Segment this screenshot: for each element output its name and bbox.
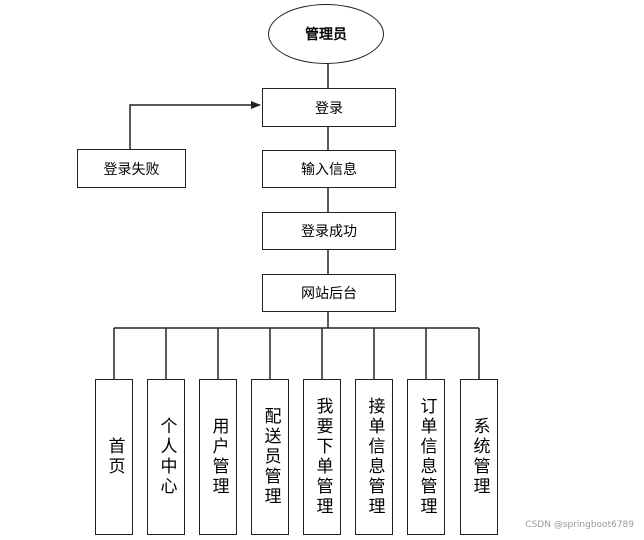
module-label: 系统管理: [469, 417, 490, 497]
module-label: 我要下单管理: [312, 397, 333, 517]
login-success-node: 登录成功: [262, 212, 396, 250]
module-label: 用户管理: [208, 417, 229, 497]
module-system-management: 系统管理: [460, 379, 498, 535]
module-label: 首页: [104, 437, 125, 477]
module-label: 个人中心: [156, 417, 177, 497]
module-personal-center: 个人中心: [147, 379, 185, 535]
login-node: 登录: [262, 88, 396, 127]
watermark: CSDN @springboot6789: [525, 520, 634, 530]
module-accept-order-management: 接单信息管理: [355, 379, 393, 535]
module-label: 订单信息管理: [416, 397, 437, 517]
backend-node: 网站后台: [262, 274, 396, 312]
module-user-management: 用户管理: [199, 379, 237, 535]
module-label: 接单信息管理: [364, 397, 385, 517]
admin-node: 管理员: [268, 4, 384, 64]
module-courier-management: 配送员管理: [251, 379, 289, 535]
connector-failed-to-login: [129, 101, 261, 149]
login-failed-node: 登录失败: [77, 149, 186, 188]
module-home: 首页: [95, 379, 133, 535]
input-info-node: 输入信息: [262, 150, 396, 188]
module-place-order-management: 我要下单管理: [303, 379, 341, 535]
module-label: 配送员管理: [260, 407, 281, 507]
module-order-info-management: 订单信息管理: [407, 379, 445, 535]
